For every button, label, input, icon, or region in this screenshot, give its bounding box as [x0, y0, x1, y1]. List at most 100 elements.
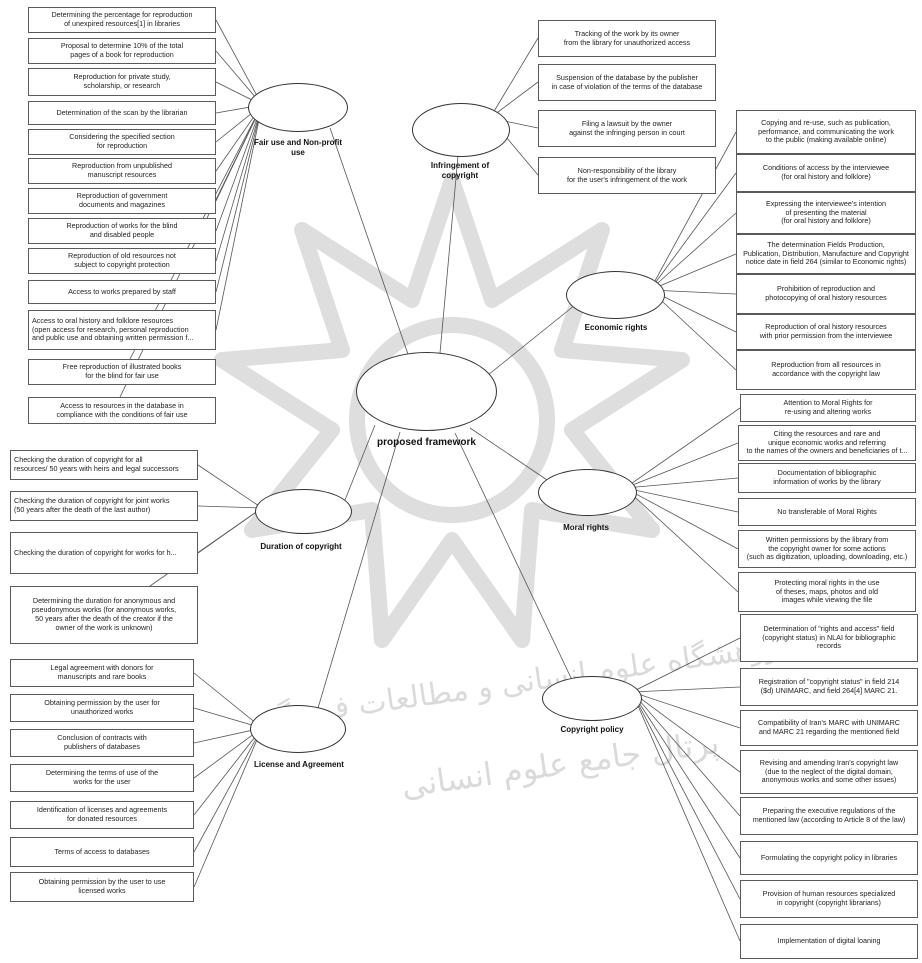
policy-item: Provision of human resources specialized…	[740, 880, 918, 918]
duration-item: Checking the duration of copyright for j…	[10, 491, 198, 521]
connector-line	[215, 104, 263, 293]
fair-use-label: Fair use and Non-profit use	[254, 138, 342, 158]
fair-use-ellipse	[248, 83, 348, 132]
policy-item: Registration of "copyright status" in fi…	[740, 668, 918, 706]
connector-line	[469, 427, 551, 483]
connector-line	[317, 431, 401, 709]
policy-item: Implementation of digital loaning	[740, 924, 918, 959]
fair-use-item: Considering the specified section for re…	[28, 129, 216, 155]
policy-item: Revising and amending Iran's copyright l…	[740, 750, 918, 794]
connector-line	[649, 131, 737, 291]
connector-line	[329, 127, 411, 361]
economic-item: The determination Fields Production, Pub…	[736, 234, 916, 274]
infringement-ellipse	[412, 103, 510, 157]
moral-item: No transferable of Moral Rights	[738, 498, 916, 526]
connector-line	[631, 691, 741, 773]
connector-line	[193, 727, 263, 816]
fair-use-item: Reproduction for private study, scholars…	[28, 68, 216, 96]
connector-line	[215, 104, 263, 262]
fair-use-item: Determining the percentage for reproduct…	[28, 7, 216, 33]
moral-ellipse	[538, 469, 637, 516]
fair-use-item: Access to resources in the database in c…	[28, 397, 216, 424]
connector-line	[631, 691, 741, 900]
connector-line	[624, 442, 739, 489]
economic-item: Copying and re-use, such as publication,…	[736, 110, 916, 154]
connector-line	[193, 727, 263, 888]
infringement-item: Suspension of the database by the publis…	[538, 64, 716, 101]
fair-use-item: Reproduction from unpublished manuscript…	[28, 158, 216, 184]
infringement-item: Filing a lawsuit by the owner against th…	[538, 110, 716, 147]
economic-label: Economic rights	[584, 323, 648, 332]
duration-label: Duration of copyright	[260, 542, 342, 551]
connector-line	[215, 104, 263, 331]
policy-item: Formulating the copyright policy in libr…	[740, 841, 918, 875]
license-item: Obtaining permission by the user to use …	[10, 872, 194, 902]
connector-line	[631, 686, 741, 693]
license-item: Legal agreement with donors for manuscri…	[10, 659, 194, 687]
connector-line	[193, 727, 263, 779]
economic-ellipse	[566, 271, 665, 319]
economic-item: Reproduction of oral history resources w…	[736, 314, 916, 350]
economic-item: Prohibition of reproduction and photocop…	[736, 274, 916, 314]
fair-use-item: Free reproduction of illustrated books f…	[28, 359, 216, 385]
connector-line	[624, 487, 739, 593]
connector-line	[624, 407, 741, 489]
duration-item: Checking the duration of copyright for w…	[10, 532, 198, 574]
fair-use-item: Proposal to determine 10% of the total p…	[28, 38, 216, 64]
connector-line	[649, 253, 737, 291]
license-item: Identification of licenses and agreement…	[10, 801, 194, 829]
connector-line	[215, 104, 263, 232]
connector-line	[631, 691, 741, 942]
connector-line	[631, 691, 741, 729]
connector-line	[193, 672, 263, 729]
infringement-item: Tracking of the work by its owner from t…	[538, 20, 716, 57]
connector-line	[197, 505, 263, 509]
moral-label: Moral rights	[563, 523, 609, 532]
connector-line	[197, 464, 263, 509]
policy-label: Copyright policy	[560, 725, 624, 734]
license-item: Conclusion of contracts with publishers …	[10, 729, 194, 757]
connector-line	[649, 172, 737, 291]
moral-item: Attention to Moral Rights for re-using a…	[740, 394, 916, 422]
connector-line	[344, 424, 376, 501]
infringement-item: Non-responsibility of the library for th…	[538, 157, 716, 194]
connector-line	[215, 19, 263, 106]
license-ellipse	[250, 705, 346, 753]
connector-line	[439, 155, 459, 354]
fair-use-item: Determination of the scan by the librari…	[28, 101, 216, 125]
license-item: Obtaining permission by the user for una…	[10, 694, 194, 722]
connector-line	[631, 691, 741, 859]
fair-use-item: Access to oral history and folklore reso…	[28, 310, 216, 350]
connector-line	[624, 487, 739, 550]
policy-item: Determination of "rights and access" fie…	[740, 614, 918, 662]
duration-item: Checking the duration of copyright for a…	[10, 450, 198, 480]
moral-item: Protecting moral rights in the use of th…	[738, 572, 916, 612]
moral-item: Citing the resources and rare and unique…	[738, 425, 916, 461]
connector-line	[193, 727, 263, 853]
center-ellipse	[356, 352, 497, 431]
duration-item: Determining the duration for anonymous a…	[10, 586, 198, 644]
connector-line	[631, 637, 741, 693]
duration-ellipse	[255, 489, 352, 534]
fair-use-item: Reproduction of old resources not subjec…	[28, 248, 216, 274]
connector-line	[624, 477, 739, 489]
fair-use-item: Access to works prepared by staff	[28, 280, 216, 304]
license-label: License and Agreement	[254, 760, 344, 769]
fair-use-item: Reproduction of government documents and…	[28, 188, 216, 214]
economic-item: Reproduction from all resources in accor…	[736, 350, 916, 390]
connector-line	[487, 304, 576, 376]
center-label: proposed framework	[377, 437, 476, 448]
fair-use-item: Reproduction of works for the blind and …	[28, 218, 216, 244]
connector-line	[454, 432, 573, 681]
license-item: Determining the terms of use of the work…	[10, 764, 194, 792]
connector-line	[624, 487, 739, 513]
moral-item: Written permissions by the library from …	[738, 530, 916, 568]
license-item: Terms of access to databases	[10, 837, 194, 867]
moral-item: Documentation of bibliographic informati…	[738, 463, 916, 493]
policy-item: Preparing the executive regulations of t…	[740, 797, 918, 835]
connector-line	[631, 691, 741, 817]
infringement-label: Infringement of copyright	[430, 161, 490, 181]
economic-item: Conditions of access by the interviewee …	[736, 154, 916, 192]
policy-ellipse	[542, 676, 642, 721]
